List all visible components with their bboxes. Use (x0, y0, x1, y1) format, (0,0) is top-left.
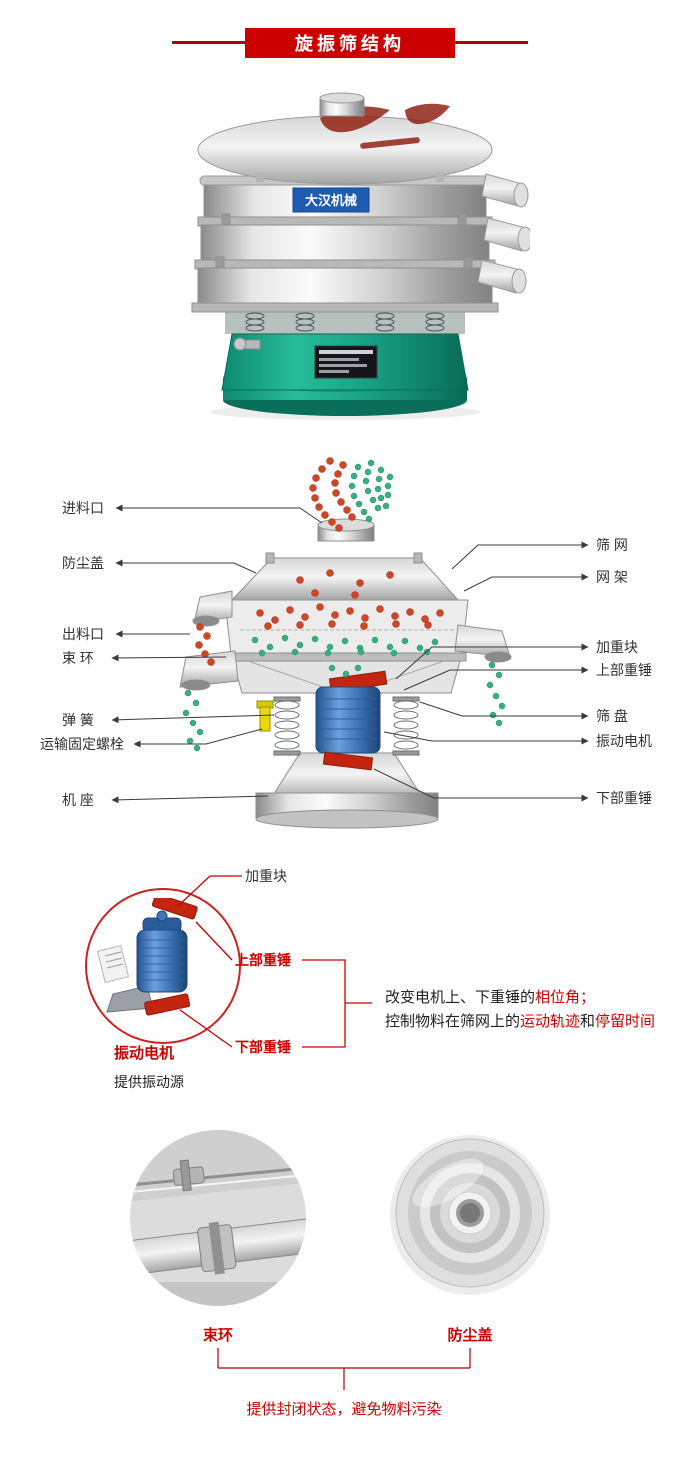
product-photo: 大汉机械 (191, 92, 530, 420)
motor-caption: 提供振动源 (114, 1074, 184, 1090)
photo-springs (245, 312, 445, 332)
label-upper-hammer: 上部重锤 (596, 662, 652, 678)
label-dust-cover: 防尘盖 (62, 555, 104, 571)
sieve-decks (191, 183, 499, 313)
nameplate (314, 345, 378, 379)
desc2-red2: 停留时间 (595, 1013, 656, 1030)
closeup-bracket-lines (217, 1348, 471, 1390)
label-lower-hammer: 下部重锤 (596, 790, 652, 806)
motor-description-line1: 改变电机上、下重锤的相位角； (385, 986, 595, 1009)
motor-upper-hammer-label: 上部重锤 (235, 952, 291, 968)
closeup-caption: 提供封闭状态，避免物料污染 (246, 1401, 442, 1418)
label-transport-bolt: 运输固定螺栓 (40, 736, 124, 752)
motor-top-hammer (151, 898, 198, 920)
dust-cover-photo (390, 1135, 550, 1295)
cutaway-machine (179, 518, 512, 829)
motor-bottom-hammer (144, 993, 191, 1016)
particles-red (195, 457, 444, 666)
label-weight-block: 加重块 (596, 639, 638, 655)
motor-description-line2: 控制物料在筛网上的运动轨迹和停留时间 (385, 1010, 655, 1033)
clamp-ring-label: 束环 (202, 1327, 233, 1344)
label-screen-mesh: 筛 网 (596, 537, 628, 553)
label-spring: 弹 簧 (62, 712, 94, 728)
page-title: 旋振筛结构 (245, 28, 455, 58)
transport-bolt (256, 700, 274, 732)
motor-pointer-lines (177, 875, 372, 1048)
desc2-black1: 控制物料在筛网上的 (385, 1013, 521, 1030)
title-line-right (455, 41, 528, 44)
cutaway-motor (315, 670, 388, 771)
structure-diagram (111, 457, 589, 829)
label-mesh-frame: 网 架 (596, 569, 628, 585)
motor-weight-block-label: 加重块 (245, 868, 287, 884)
label-feed-inlet: 进料口 (62, 500, 104, 516)
label-base: 机 座 (62, 792, 94, 808)
dust-cover-label: 防尘盖 (447, 1327, 493, 1344)
brand-label: 大汉机械 (305, 193, 357, 208)
motor-highlight-circle (85, 888, 241, 1044)
connector-lines (111, 504, 589, 804)
label-discharge-outlet: 出料口 (62, 626, 104, 642)
motor-lower-hammer-label: 下部重锤 (235, 1039, 291, 1055)
dust-cover-closeup (390, 1135, 550, 1295)
vibration-motor-illustration (96, 898, 198, 1016)
springs (273, 696, 420, 756)
label-clamp-ring: 束 环 (62, 650, 94, 666)
brand-plate (292, 187, 370, 213)
particles-green (182, 459, 506, 752)
label-vibration-motor: 振动电机 (596, 733, 652, 749)
feed-inlet (319, 92, 365, 117)
desc1-black: 改变电机上、下重锤的 (385, 989, 536, 1006)
title-line-left (172, 41, 245, 44)
label-sieve-tray: 筛 盘 (596, 708, 628, 724)
clamp-ring-photo (130, 1130, 306, 1306)
desc1-red: 相位角； (535, 989, 596, 1006)
desc2-black2: 和 (580, 1013, 596, 1030)
clamp-ring-closeup (130, 1130, 306, 1306)
motor-name-label: 振动电机 (114, 1045, 175, 1062)
motor-body (136, 929, 188, 993)
discharge-outlets (477, 173, 530, 294)
desc2-red1: 运动轨迹 (520, 1013, 581, 1030)
